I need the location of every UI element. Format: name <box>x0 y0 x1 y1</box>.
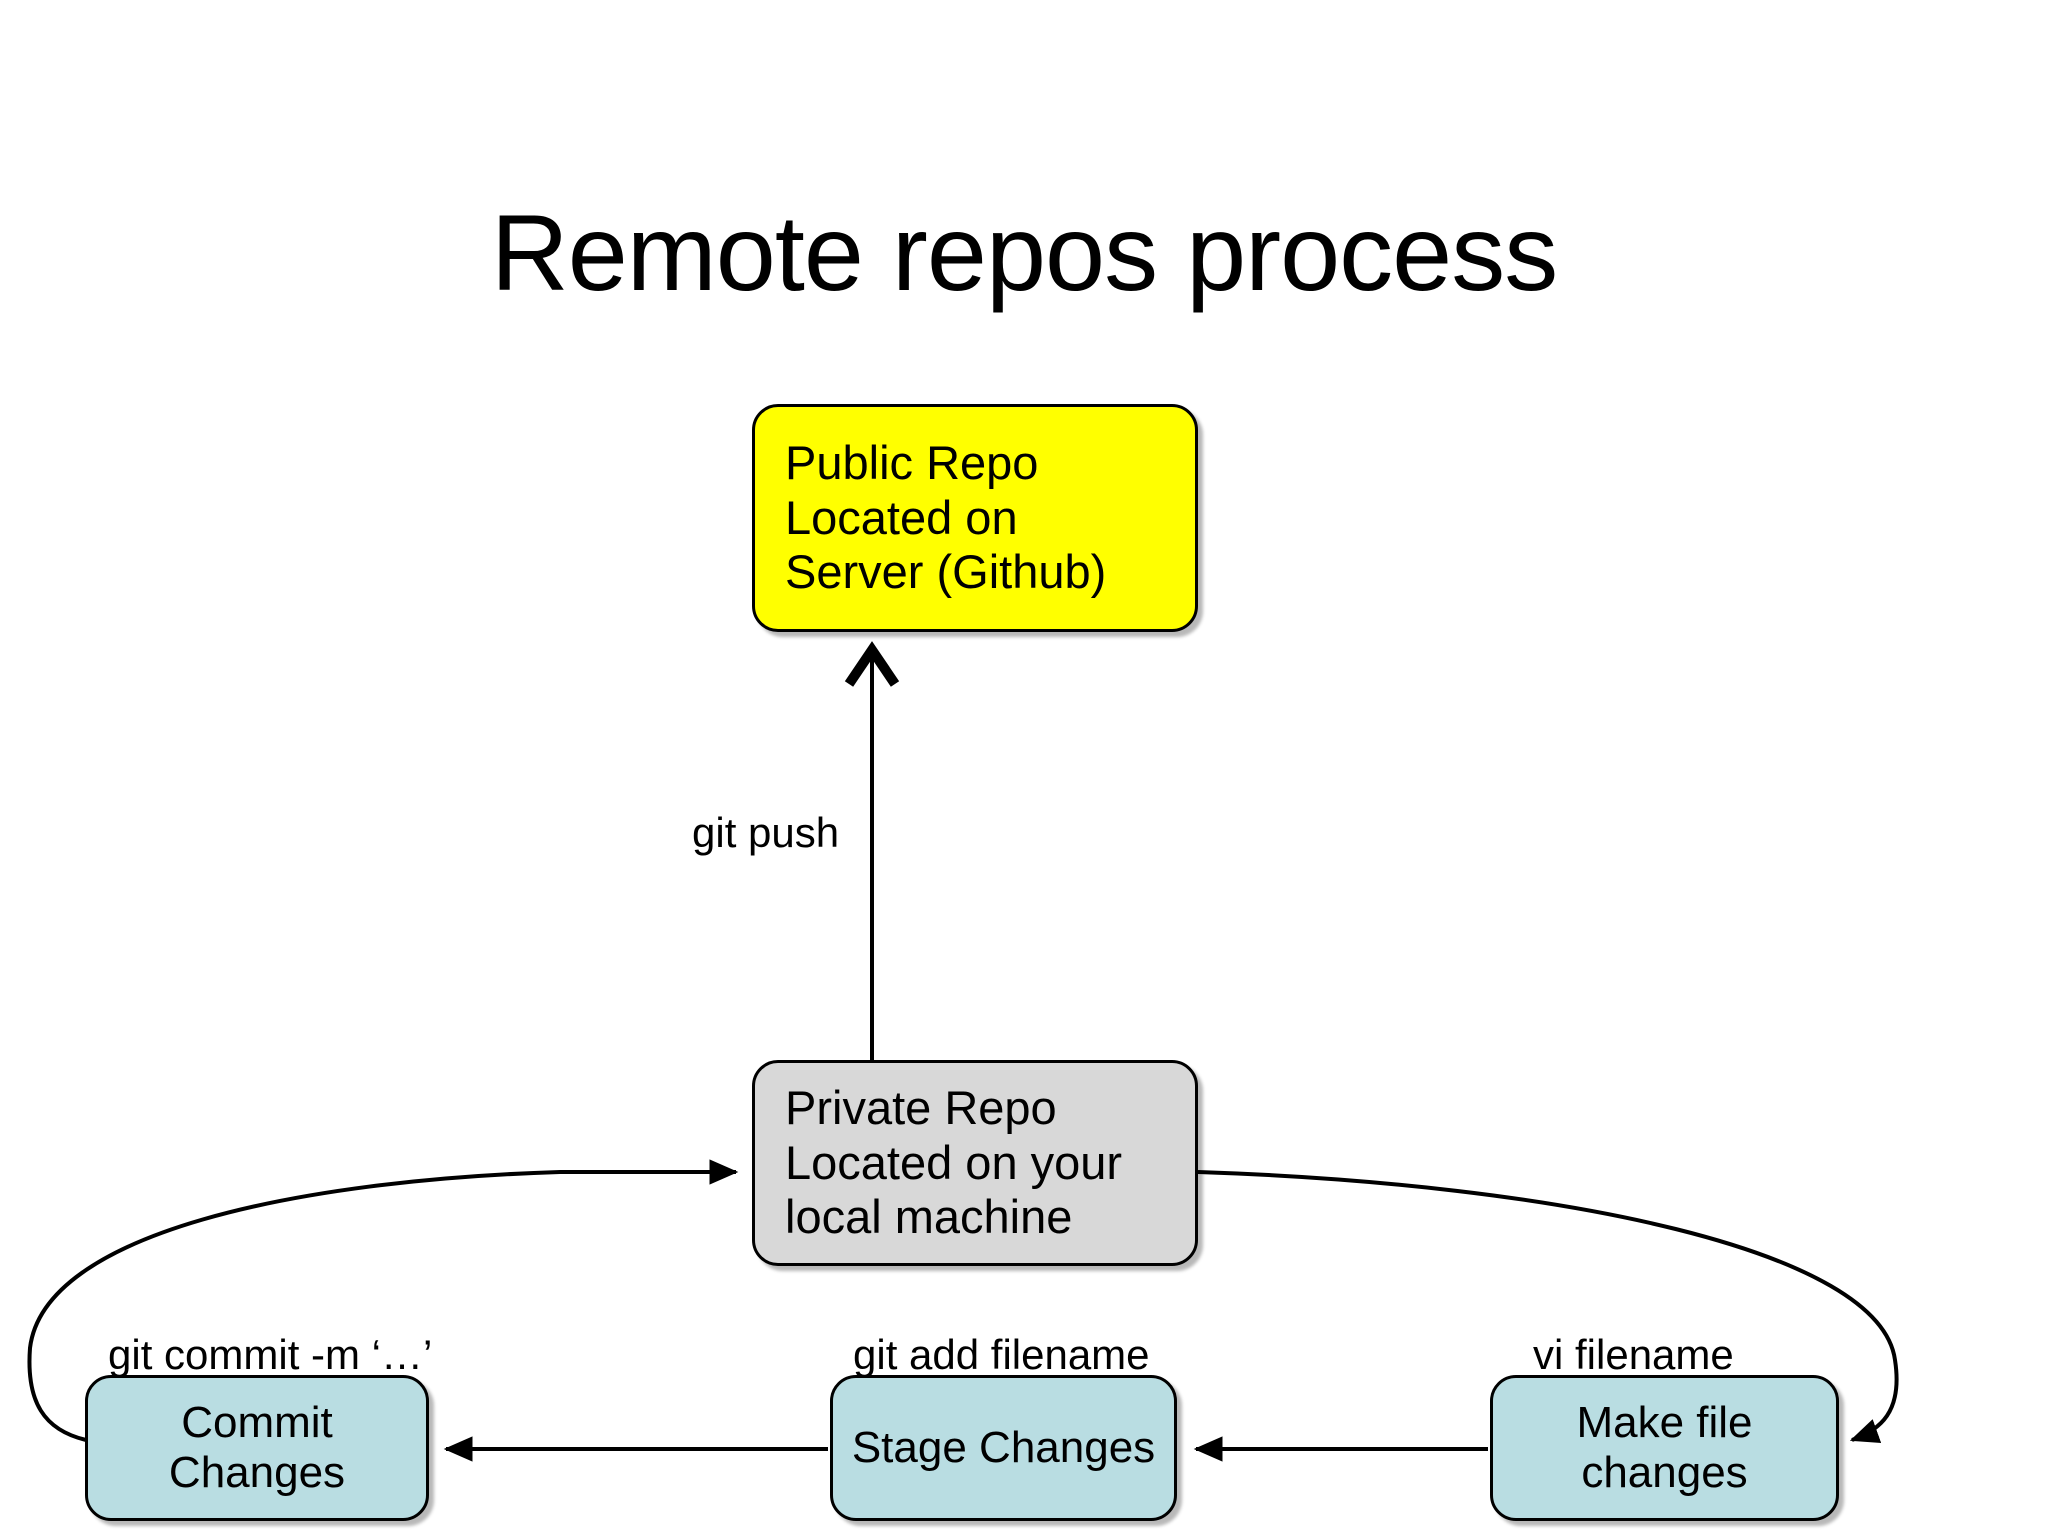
node-public-repo-label: Public Repo Located on Server (Github) <box>785 436 1107 599</box>
page-title: Remote repos process <box>490 192 1559 313</box>
edge-label-git-commit: git commit -m ‘…’ <box>108 1331 433 1378</box>
node-public-repo[interactable]: Public Repo Located on Server (Github) <box>752 404 1198 632</box>
node-private-repo-label: Private Repo Located on your local machi… <box>785 1081 1123 1244</box>
node-commit-changes-label: Commit Changes <box>168 1398 346 1497</box>
node-stage-changes-label: Stage Changes <box>851 1423 1156 1472</box>
node-make-file-changes-label: Make file changes <box>1576 1398 1753 1497</box>
edge-label-vi-filename: vi filename <box>1533 1331 1734 1378</box>
node-make-file-changes[interactable]: Make file changes <box>1490 1375 1839 1521</box>
edge-git-push <box>844 641 900 1060</box>
node-stage-changes[interactable]: Stage Changes <box>830 1375 1177 1521</box>
node-commit-changes[interactable]: Commit Changes <box>85 1375 429 1521</box>
edge-label-git-push: git push <box>692 809 840 856</box>
edge-label-git-add: git add filename <box>853 1331 1150 1378</box>
node-private-repo[interactable]: Private Repo Located on your local machi… <box>752 1060 1198 1266</box>
